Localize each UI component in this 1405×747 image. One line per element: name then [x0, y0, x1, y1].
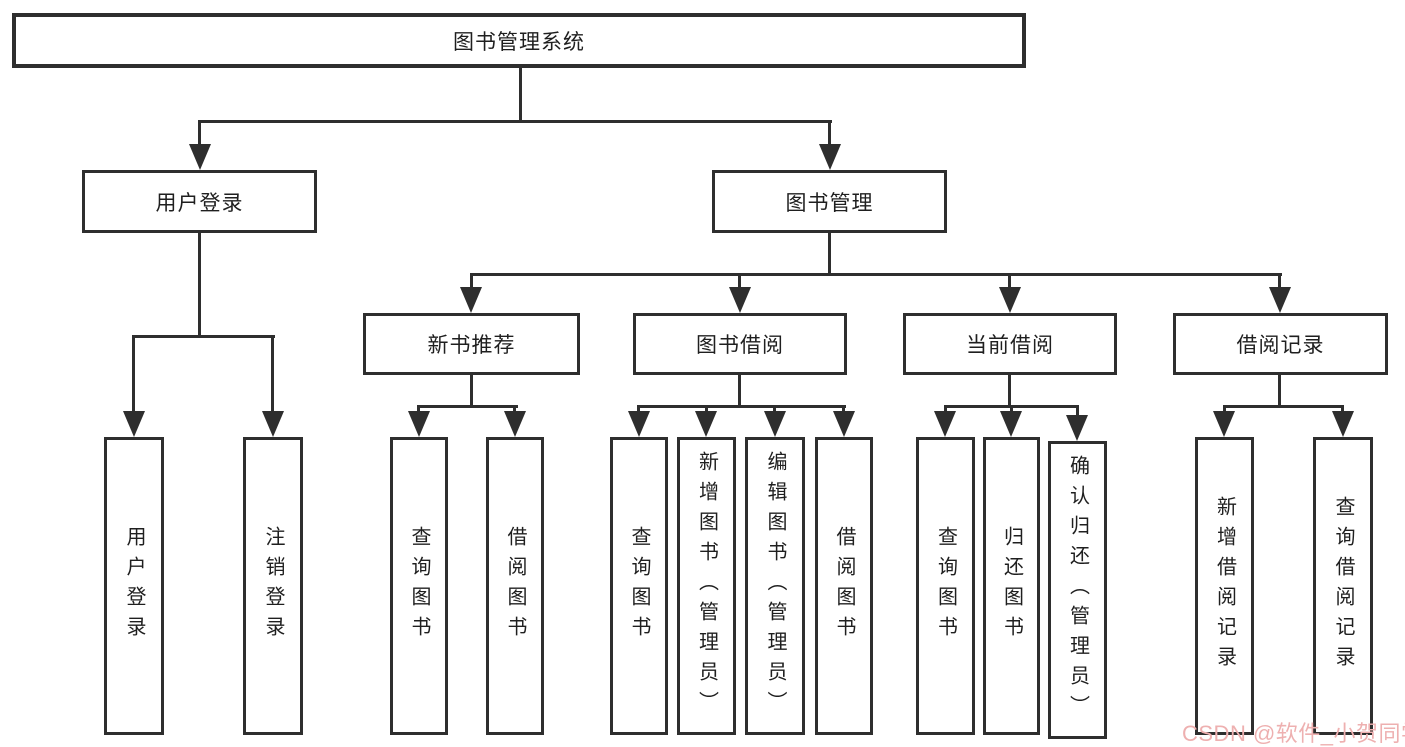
- node-book-borrowing: 图书借阅: [633, 313, 847, 375]
- connector-recommend-spreader: [417, 405, 518, 408]
- node-leaf-edit-book-admin-label: 编辑图书（管理员）: [764, 451, 786, 721]
- connector-root-drop: [519, 68, 522, 120]
- arrow-down-icon: [695, 411, 717, 437]
- connector-root-spreader: [198, 120, 832, 123]
- node-root-label: 图书管理系统: [453, 30, 585, 54]
- node-new-book-recommend: 新书推荐: [363, 313, 580, 375]
- node-leaf-borrow-books-label: 借阅图书: [833, 526, 855, 646]
- arrow-down-icon: [628, 411, 650, 437]
- connector-book-mgmt-drop: [828, 233, 831, 276]
- arrow-down-icon: [1269, 287, 1291, 313]
- arrow-down-icon: [460, 287, 482, 313]
- node-leaf-return-books-label: 归还图书: [1000, 526, 1023, 646]
- node-leaf-edit-book-admin: 编辑图书（管理员）: [745, 437, 805, 735]
- connector-stem: [513, 405, 516, 415]
- connector-stem: [271, 335, 274, 413]
- node-new-book-recommend-label: 新书推荐: [427, 334, 516, 357]
- node-borrowing-records: 借阅记录: [1173, 313, 1388, 375]
- node-leaf-query-borrow-record-label: 查询借阅记录: [1332, 496, 1354, 676]
- connector-stem: [828, 120, 831, 150]
- arrow-down-icon: [1213, 411, 1235, 437]
- connector-stem: [1341, 405, 1344, 415]
- arrow-down-icon: [764, 411, 786, 437]
- node-leaf-query-borrow-record: 查询借阅记录: [1313, 437, 1373, 735]
- node-leaf-borrow-books-recommend-label: 借阅图书: [504, 526, 526, 646]
- connector-stem: [842, 405, 845, 415]
- arrow-down-icon: [1332, 411, 1354, 437]
- node-leaf-query-books-borrowing-label: 查询图书: [628, 526, 650, 646]
- connector-stem: [637, 405, 640, 415]
- arrow-down-icon: [408, 411, 430, 437]
- connector-stem: [1076, 405, 1079, 417]
- connector-stem: [470, 273, 473, 291]
- node-user-login-label: 用户登录: [155, 191, 244, 215]
- node-leaf-borrow-books: 借阅图书: [815, 437, 873, 735]
- connector-stem: [705, 405, 708, 415]
- node-current-borrowing-label: 当前借阅: [966, 334, 1054, 357]
- arrow-down-icon: [819, 144, 841, 170]
- node-borrowing-records-label: 借阅记录: [1236, 334, 1325, 357]
- connector-recommend-drop: [470, 375, 473, 407]
- node-leaf-add-borrow-record-label: 新增借阅记录: [1213, 496, 1236, 676]
- node-current-borrowing: 当前借阅: [903, 313, 1117, 375]
- node-leaf-query-books-current: 查询图书: [916, 437, 975, 735]
- connector-current-drop: [1008, 375, 1011, 407]
- connector-stem: [1223, 405, 1226, 415]
- connector-stem: [132, 335, 135, 413]
- arrow-down-icon: [123, 411, 145, 437]
- connector-records-spreader: [1223, 405, 1344, 408]
- arrow-down-icon: [729, 287, 751, 313]
- node-book-borrowing-label: 图书借阅: [696, 334, 784, 357]
- connector-stem: [1278, 273, 1281, 291]
- node-leaf-logout: 注销登录: [243, 437, 303, 735]
- node-book-management: 图书管理: [712, 170, 947, 233]
- node-book-management-label: 图书管理: [785, 191, 874, 215]
- node-leaf-add-book-admin: 新增图书（管理员）: [677, 437, 736, 735]
- connector-borrowing-spreader: [637, 405, 846, 408]
- node-leaf-logout-label: 注销登录: [262, 526, 284, 646]
- arrow-down-icon: [1066, 415, 1088, 441]
- node-leaf-add-book-admin-label: 新增图书（管理员）: [695, 451, 718, 721]
- arrow-down-icon: [999, 287, 1021, 313]
- connector-stem: [1008, 273, 1011, 291]
- connector-stem: [773, 405, 776, 415]
- connector-stem: [198, 120, 201, 150]
- node-leaf-confirm-return-admin: 确认归还（管理员）: [1048, 441, 1107, 739]
- node-leaf-return-books: 归还图书: [983, 437, 1040, 735]
- connector-stem: [417, 405, 420, 415]
- connector-records-drop: [1278, 375, 1281, 407]
- node-user-login: 用户登录: [82, 170, 317, 233]
- node-leaf-confirm-return-admin-label: 确认归还（管理员）: [1066, 455, 1089, 725]
- node-root: 图书管理系统: [12, 13, 1026, 68]
- connector-user-login-spreader: [132, 335, 275, 338]
- arrow-down-icon: [934, 411, 956, 437]
- csdn-watermark: CSDN @软件_小贺同学: [1182, 721, 1405, 746]
- connector-user-login-drop: [198, 233, 201, 337]
- node-leaf-user-login: 用户登录: [104, 437, 164, 735]
- connector-stem: [944, 405, 947, 415]
- connector-stem: [738, 273, 741, 291]
- connector-borrowing-drop: [738, 375, 741, 407]
- arrow-down-icon: [1000, 411, 1022, 437]
- node-leaf-query-books-current-label: 查询图书: [934, 526, 957, 646]
- node-leaf-borrow-books-recommend: 借阅图书: [486, 437, 544, 735]
- node-leaf-query-books-recommend: 查询图书: [390, 437, 448, 735]
- arrow-down-icon: [504, 411, 526, 437]
- node-leaf-query-books-borrowing: 查询图书: [610, 437, 668, 735]
- arrow-down-icon: [833, 411, 855, 437]
- node-leaf-add-borrow-record: 新增借阅记录: [1195, 437, 1254, 735]
- arrow-down-icon: [189, 144, 211, 170]
- connector-stem: [1010, 405, 1013, 415]
- node-leaf-user-login-label: 用户登录: [123, 526, 145, 646]
- arrow-down-icon: [262, 411, 284, 437]
- connector-book-mgmt-spreader: [470, 273, 1282, 276]
- node-leaf-query-books-recommend-label: 查询图书: [408, 526, 430, 646]
